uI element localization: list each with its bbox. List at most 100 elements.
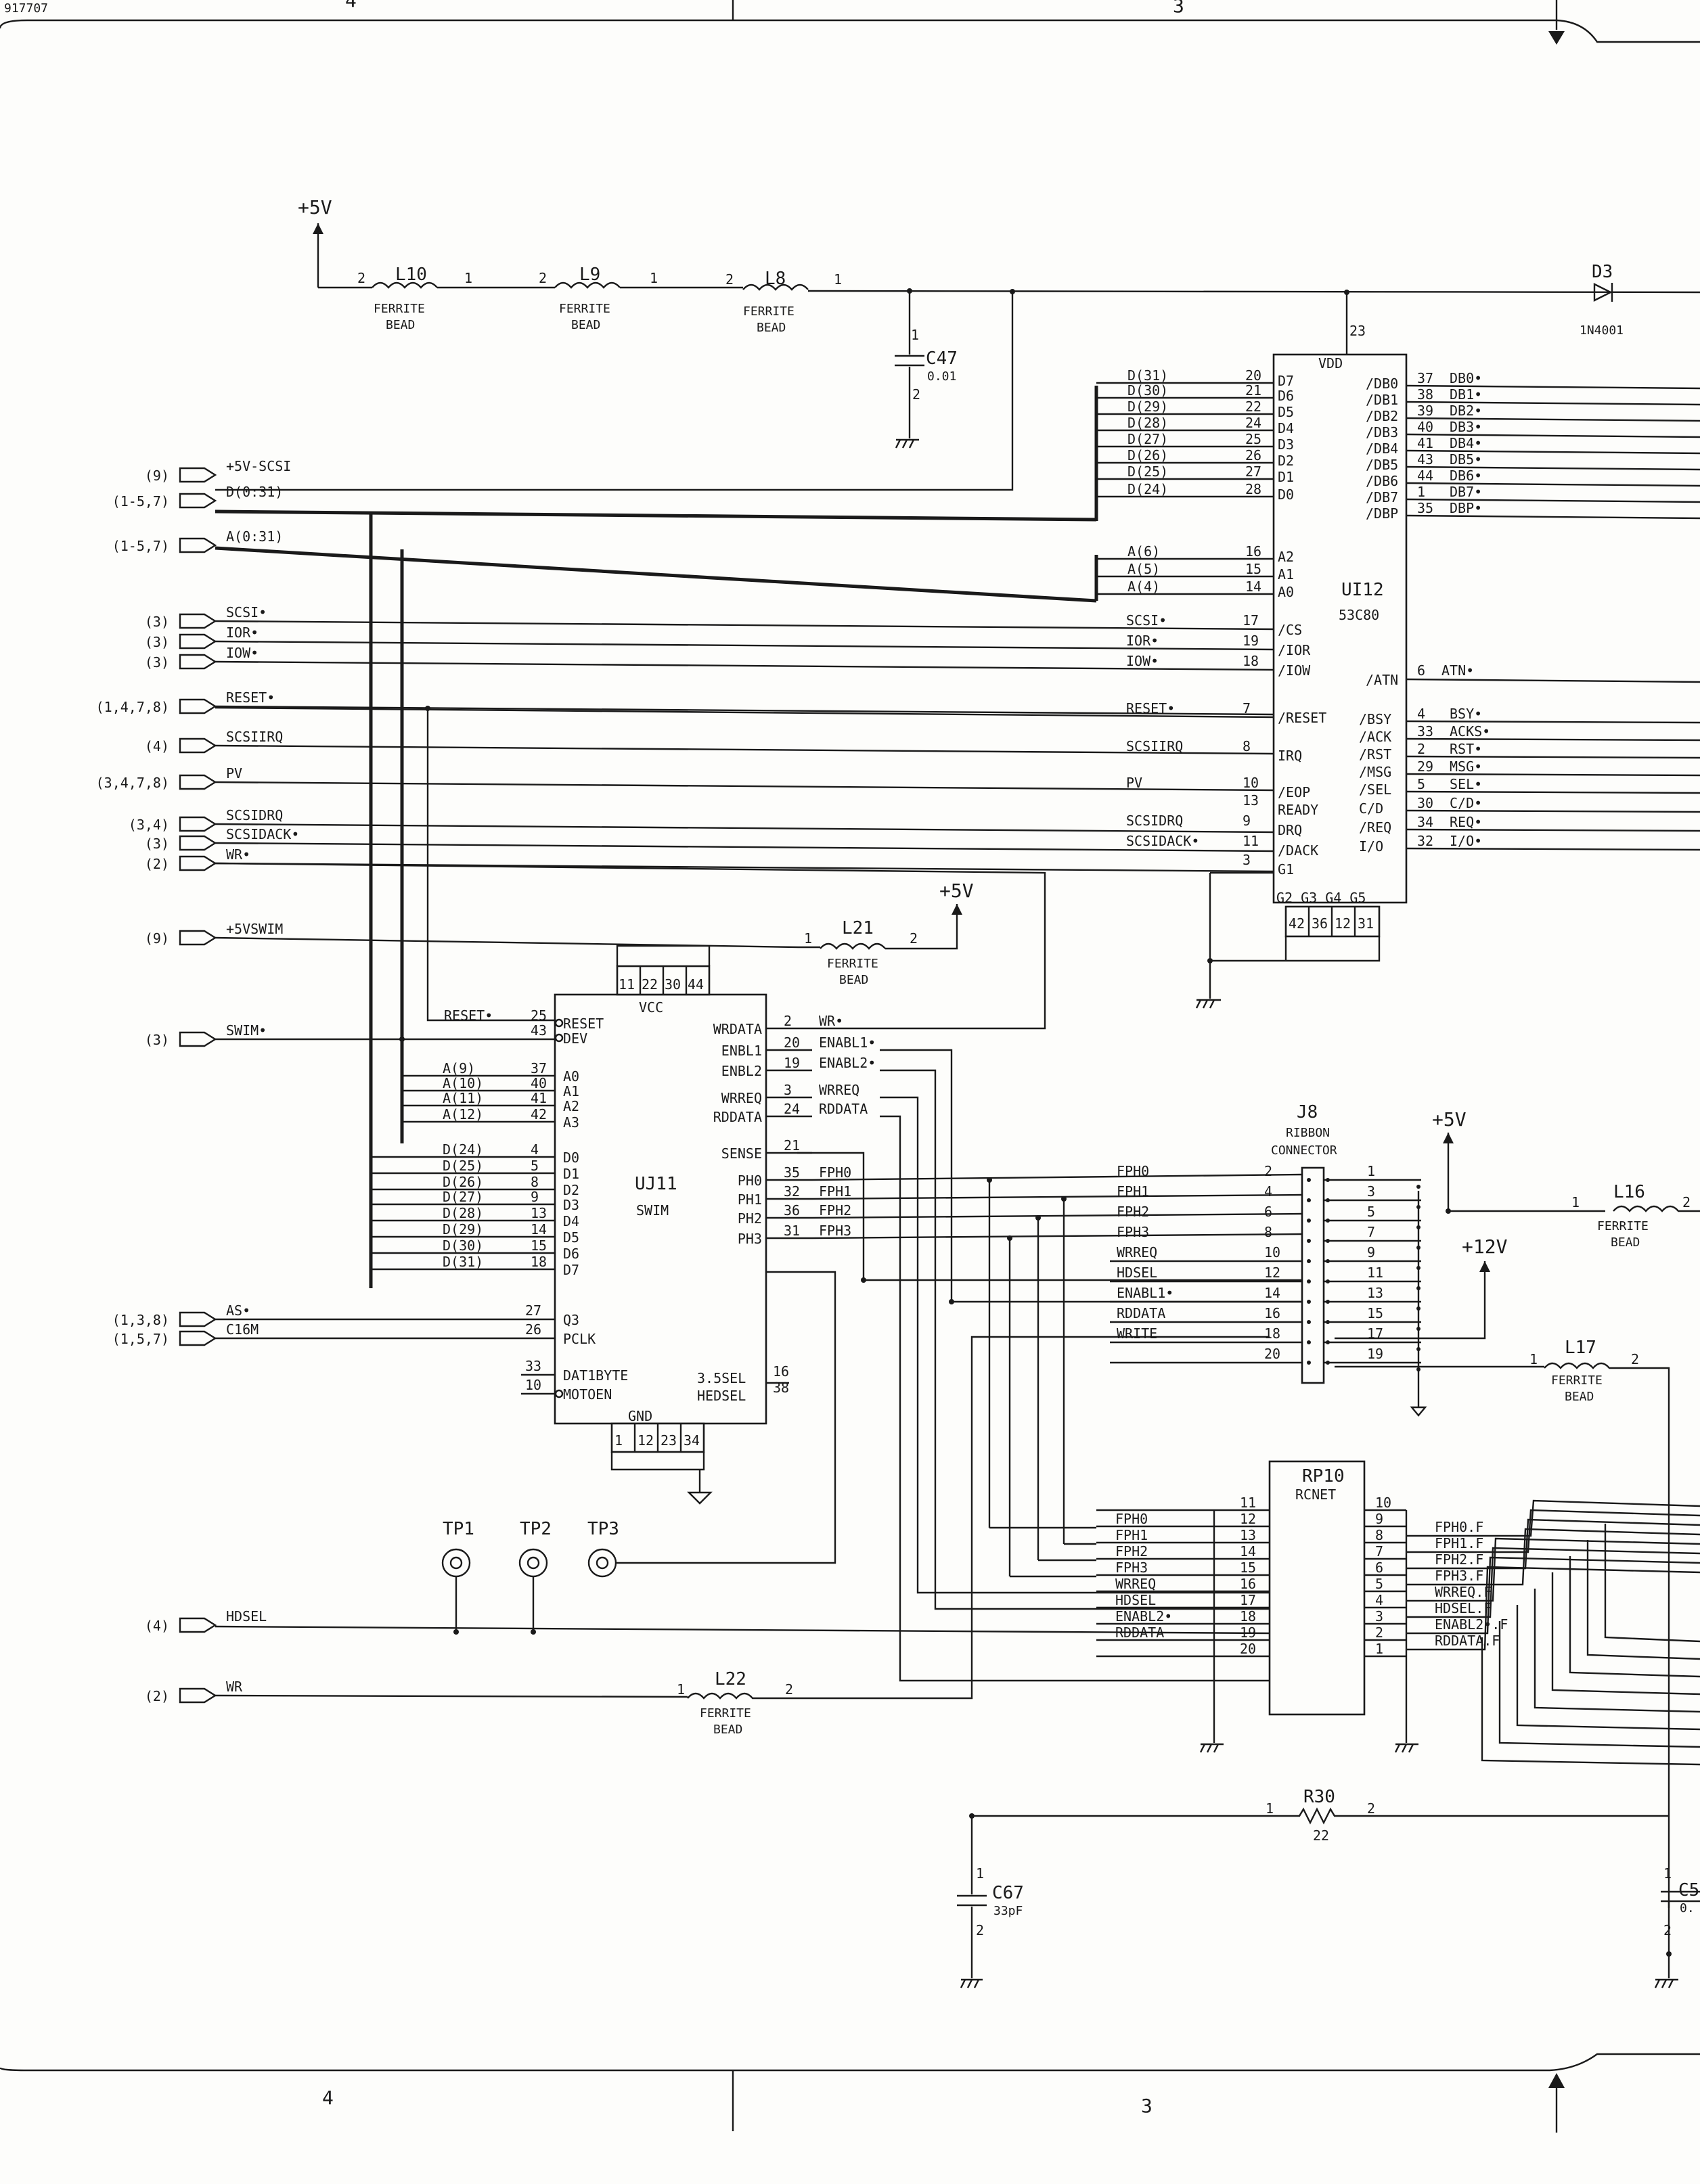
offsheet-ref: (2): [145, 856, 169, 872]
offsheet-signal: IOR•: [226, 624, 259, 641]
svg-text:BEAD: BEAD: [1565, 1390, 1594, 1404]
pin-net: RDDATA: [1117, 1305, 1165, 1321]
uj11-part: SWIM: [636, 1202, 669, 1219]
vcc5-label-swim: +5V: [939, 880, 974, 902]
pin-number: 14: [1245, 578, 1261, 595]
pin-number: 17: [1243, 612, 1259, 629]
pin-name: DEV: [563, 1030, 587, 1047]
ui12-ref: UI12: [1341, 580, 1384, 600]
ui12-ctrl-pin: 3G1: [1243, 852, 1294, 878]
pin-name: A0: [563, 1068, 579, 1085]
ui12-part: 53C80: [1339, 607, 1379, 623]
pin-number: 3: [1367, 1183, 1375, 1200]
svg-text:L22: L22: [715, 1669, 746, 1689]
pin-net: SEL•: [1450, 776, 1482, 792]
pin-number: 8: [1243, 738, 1251, 754]
pin-name: D0: [563, 1150, 579, 1166]
pin-number: 1: [1417, 484, 1425, 500]
pin-name: I/O: [1359, 838, 1383, 855]
svg-text:12: 12: [638, 1432, 654, 1449]
svg-text:11: 11: [619, 976, 635, 993]
svg-text:BEAD: BEAD: [839, 973, 868, 987]
svg-text:TP2: TP2: [520, 1519, 552, 1539]
pin-net: C/D•: [1450, 795, 1482, 811]
svg-text:12: 12: [1335, 915, 1351, 932]
pin-number: 2: [784, 1013, 792, 1029]
pin-number: 43: [531, 1022, 547, 1039]
offsheet-connector: (9)+5VSWIM: [145, 921, 283, 947]
pin-net: SCSIDRQ: [1126, 813, 1183, 829]
pin-net: REQ•: [1450, 814, 1482, 830]
svg-text:2: 2: [1631, 1351, 1639, 1367]
pin-number: 4: [1417, 706, 1425, 722]
svg-text:1N4001: 1N4001: [1580, 323, 1624, 338]
pin-number: 5: [1375, 1576, 1383, 1592]
pin-name: RDDATA: [713, 1109, 762, 1125]
offsheet-ref: (3): [145, 614, 169, 630]
pin-name: D5: [1278, 404, 1294, 420]
pin-number: 9: [1243, 813, 1251, 829]
bus-lines: [215, 292, 1274, 1288]
offsheet-signal: WR: [226, 1679, 243, 1695]
ferrite-l9: L9 2 1 FERRITE BEAD: [539, 265, 658, 332]
pin-net: FPH3: [1115, 1560, 1148, 1576]
svg-text:RIBBON: RIBBON: [1286, 1126, 1330, 1140]
offsheet-connector: (1,5,7)C16M: [112, 1321, 555, 1347]
pin-net: ENABL2•: [1115, 1608, 1172, 1624]
pin-number: 28: [1245, 481, 1261, 497]
pin-name: PCLK: [563, 1331, 596, 1347]
offsheet-signal: A(0:31): [226, 528, 283, 545]
pin-name: /SEL: [1359, 781, 1391, 798]
pin-name: D1: [563, 1166, 579, 1182]
svg-text:2: 2: [1663, 1922, 1672, 1938]
pin-name: D0: [1278, 486, 1294, 503]
svg-text:22: 22: [642, 976, 658, 993]
ui12-ctrl-pin: SCSIDACK•11/DACK: [1126, 833, 1318, 859]
offsheet-ref: (3,4): [129, 817, 169, 833]
pin-number: 18: [1264, 1325, 1280, 1342]
pin-number: 13: [1243, 792, 1259, 809]
pin-net: D(31): [1127, 367, 1168, 384]
pin-name: A2: [1278, 549, 1294, 565]
pin-number: 26: [525, 1321, 541, 1338]
pin-number: 30: [1417, 795, 1433, 811]
j8-ref: J8: [1297, 1102, 1318, 1122]
ferrite-l8: L8 2 1 FERRITE BEAD: [725, 269, 842, 335]
pin-net: D(25): [443, 1158, 483, 1174]
pin-number: 39: [1417, 403, 1433, 419]
svg-text:CONNECTOR: CONNECTOR: [1271, 1143, 1337, 1158]
rp10-left-pin: ENABL2•18: [1096, 1608, 1270, 1625]
pin-name: /ACK: [1359, 729, 1391, 745]
svg-text:1: 1: [650, 270, 658, 286]
pin-number: 32: [1417, 833, 1433, 849]
pin-number: 25: [1245, 431, 1261, 447]
ui12-ctrl-pin: RESET•7/RESET: [1126, 700, 1326, 726]
pin-net: ENABL1•: [819, 1034, 876, 1051]
svg-text:38: 38: [773, 1380, 789, 1396]
pin-number: 20: [1264, 1346, 1280, 1362]
pin-net: D(28): [443, 1205, 483, 1221]
pin-name: ENBL2: [721, 1063, 762, 1079]
pin-name: RESET: [563, 1016, 604, 1032]
pin-net: FPH1: [1115, 1527, 1148, 1543]
svg-text:C5: C5: [1678, 1880, 1699, 1901]
svg-text:L10: L10: [395, 265, 427, 285]
offsheet-ref: (2): [145, 1688, 169, 1704]
pin-net: DB1•: [1450, 386, 1482, 403]
pin-name: C/D: [1359, 800, 1383, 817]
pin-number: 21: [784, 1137, 800, 1154]
pin-name: A0: [1278, 584, 1294, 600]
